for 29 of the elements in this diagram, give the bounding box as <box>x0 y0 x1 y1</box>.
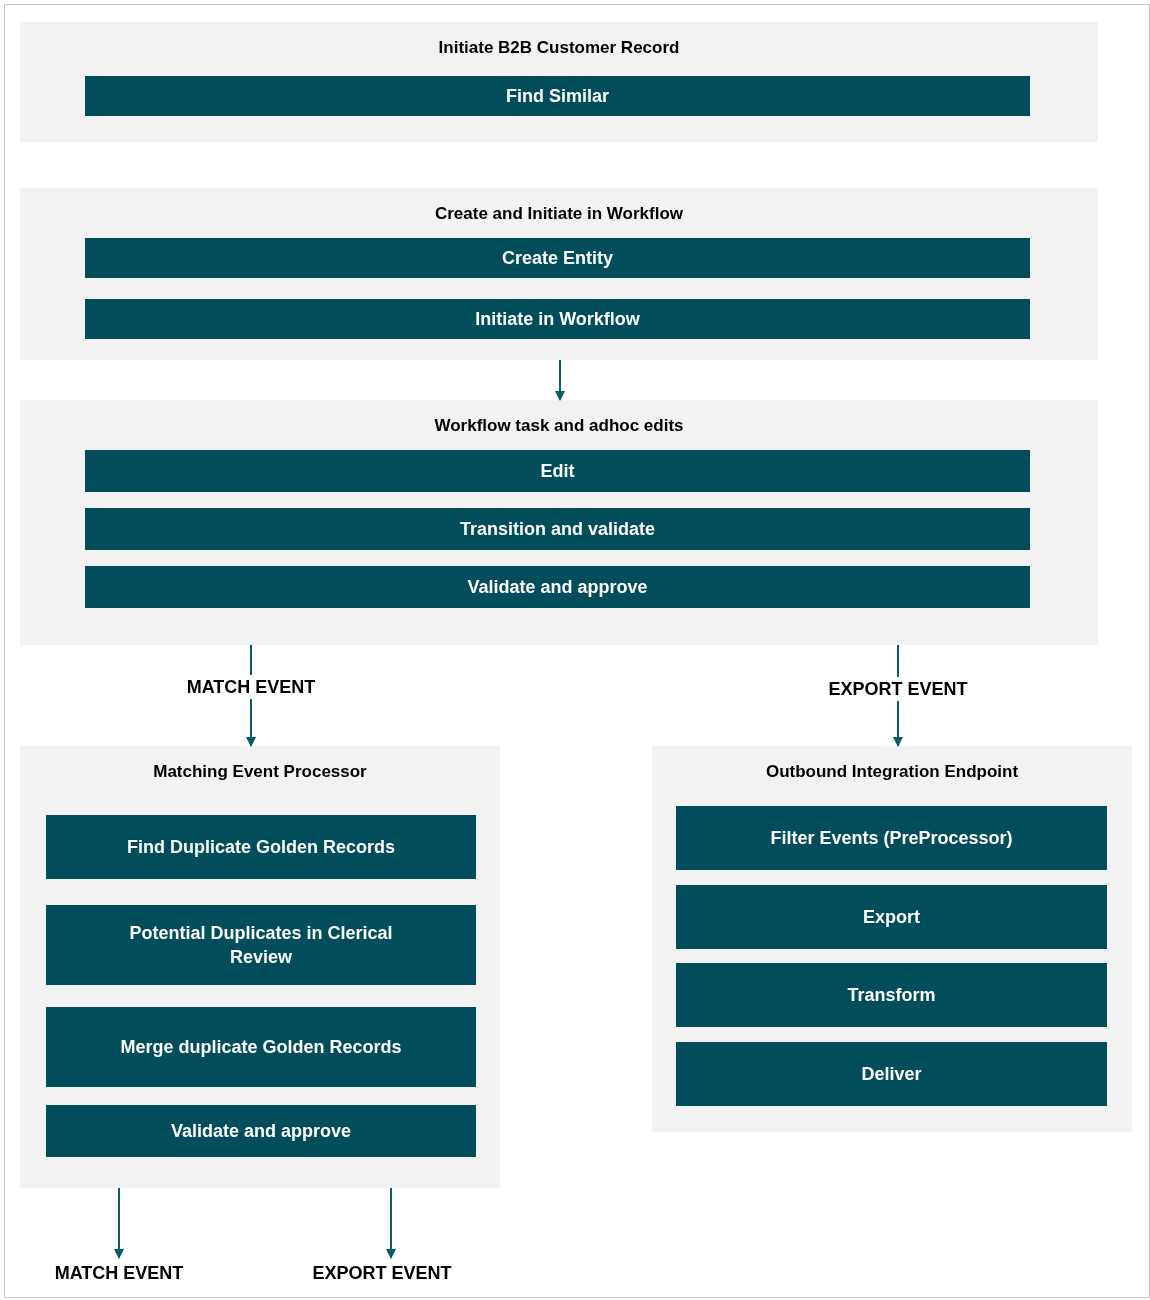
panel-heading: Create and Initiate in Workflow <box>433 203 685 225</box>
process-bar: Transform <box>676 963 1107 1027</box>
panel-heading: Outbound Integration Endpoint <box>764 761 1020 783</box>
arrow <box>386 1187 396 1259</box>
process-bar: Find Duplicate Golden Records <box>46 815 476 879</box>
process-bar: Create Entity <box>85 238 1030 278</box>
group-panel <box>652 746 1132 1132</box>
process-bar: Validate and approve <box>46 1105 476 1157</box>
process-bar: Initiate in Workflow <box>85 299 1030 339</box>
arrow <box>555 359 565 401</box>
process-bar: Transition and validate <box>85 508 1030 550</box>
process-bar: Find Similar <box>85 76 1030 116</box>
panel-heading: Initiate B2B Customer Record <box>437 37 681 59</box>
process-bar: Validate and approve <box>85 566 1030 608</box>
group-panel <box>20 188 1098 360</box>
panel-heading: Workflow task and adhoc edits <box>433 415 685 437</box>
process-bar: Edit <box>85 450 1030 492</box>
group-panel <box>20 746 500 1188</box>
process-bar: Potential Duplicates in Clerical Review <box>46 905 476 985</box>
process-bar: Merge duplicate Golden Records <box>46 1007 476 1087</box>
event-label: MATCH EVENT <box>19 1258 219 1288</box>
process-bar: Export <box>676 885 1107 949</box>
process-bar: Filter Events (PreProcessor) <box>676 806 1107 870</box>
arrow <box>114 1187 124 1259</box>
event-label: EXPORT EVENT <box>282 1258 482 1288</box>
process-bar: Deliver <box>676 1042 1107 1106</box>
group-panel <box>20 22 1098 142</box>
group-panel <box>20 400 1098 645</box>
panel-heading: Matching Event Processor <box>152 761 368 783</box>
